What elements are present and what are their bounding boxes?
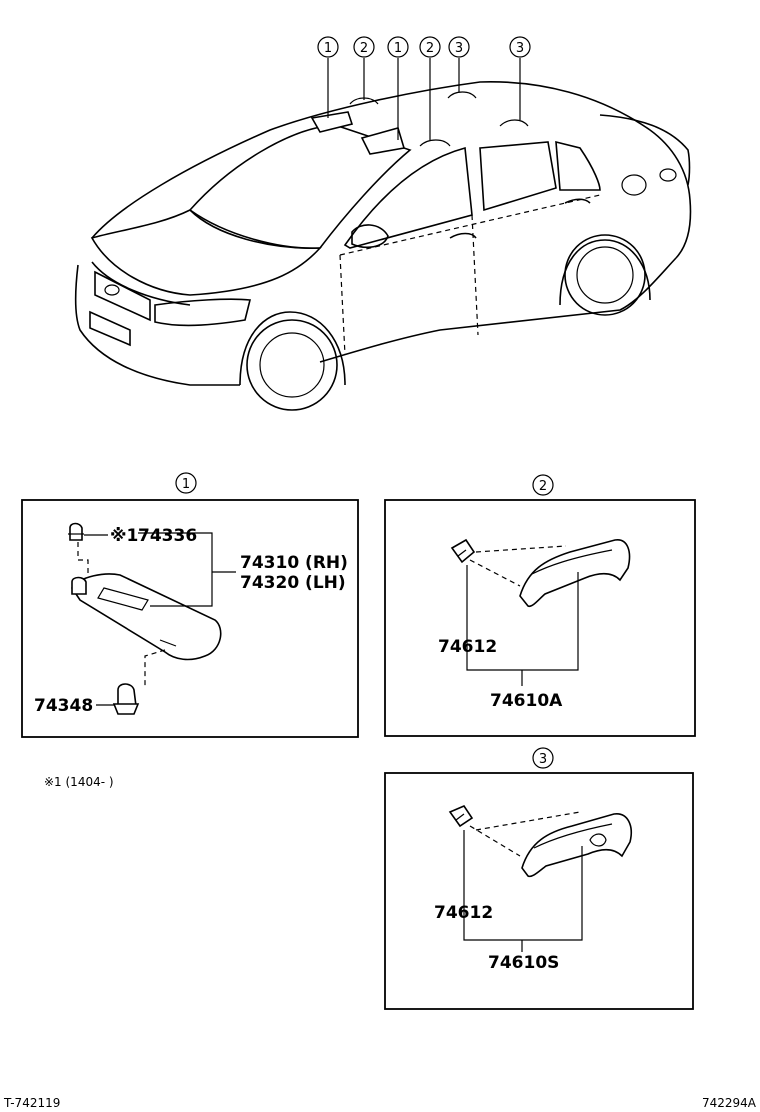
visor-holder-icon <box>112 683 140 715</box>
svg-text:2: 2 <box>360 41 368 56</box>
visor-lh-part-number: 74320 (LH) <box>240 573 346 593</box>
top-callout-3b: 3 <box>509 36 531 58</box>
grip-cap-icon-s <box>448 805 474 828</box>
car-illustration <box>74 58 692 411</box>
panel-2-box <box>384 499 696 737</box>
svg-text:2: 2 <box>539 479 547 494</box>
sun-visor-icon <box>71 573 222 661</box>
clip-mark: ※1 <box>110 526 138 546</box>
svg-text:3: 3 <box>539 752 547 767</box>
panel-1-callout: 1 <box>175 472 197 494</box>
assist-grip-icon-a <box>519 539 631 608</box>
cap-part-number-a: 74612 <box>438 637 497 657</box>
panel-3-box <box>384 772 694 1010</box>
top-callout-1b: 1 <box>387 36 409 58</box>
svg-text:1: 1 <box>324 41 332 56</box>
svg-text:2: 2 <box>426 41 434 56</box>
panel-3-callout: 3 <box>532 747 554 769</box>
grip-cap-icon-a <box>450 538 476 564</box>
footer-left-code: T-742119 <box>3 1096 60 1110</box>
top-callout-2b: 2 <box>419 36 441 58</box>
svg-text:3: 3 <box>516 41 524 56</box>
svg-text:1: 1 <box>394 41 402 56</box>
panel-2-callout: 2 <box>532 474 554 496</box>
clip-part-number: 74336 <box>138 526 197 546</box>
visor-rh-part-number: 74310 (RH) <box>240 553 348 573</box>
assist-grip-icon-s <box>521 813 632 878</box>
top-callout-3a: 3 <box>448 36 470 58</box>
footer-right-code: 742294A <box>702 1096 757 1110</box>
production-note: ※1 (1404- ) <box>44 775 114 789</box>
holder-part-number: 74348 <box>34 696 93 716</box>
top-callout-1a: 1 <box>317 36 339 58</box>
top-callout-2a: 2 <box>353 36 375 58</box>
panel-1-box <box>21 499 359 738</box>
grip-part-number-s: 74610S <box>488 953 559 973</box>
visor-clip-icon <box>68 522 84 541</box>
svg-text:3: 3 <box>455 41 463 56</box>
grip-part-number-a: 74610A <box>490 691 563 711</box>
svg-text:1: 1 <box>182 477 190 492</box>
cap-part-number-s: 74612 <box>434 903 493 923</box>
